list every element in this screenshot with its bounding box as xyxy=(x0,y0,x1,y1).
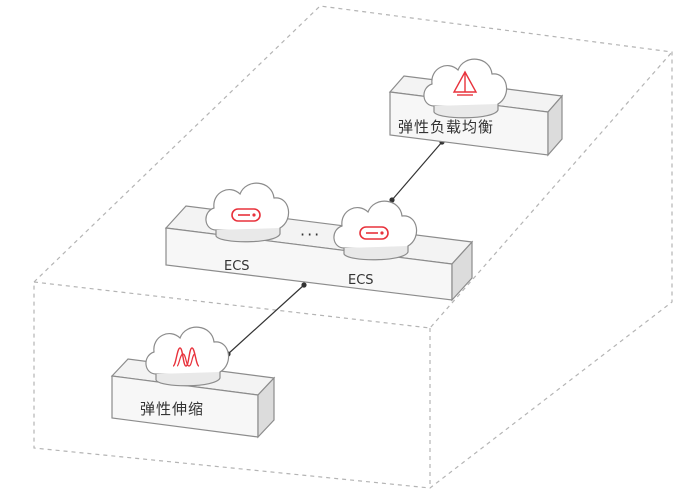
elb-platform xyxy=(388,75,564,157)
auto-scaling-icon xyxy=(172,347,200,367)
elb-label: 弹性负载均衡 xyxy=(398,118,494,136)
ecs-left-label: ECS xyxy=(224,259,250,274)
ecs-right-label: ECS xyxy=(348,273,374,288)
as-cloud xyxy=(145,326,230,387)
ecs-right-cloud xyxy=(333,200,418,261)
server-icon xyxy=(359,226,389,240)
vpc-boundary xyxy=(33,5,673,489)
connector-ecs-as xyxy=(225,282,307,357)
as-label: 弹性伸缩 xyxy=(140,400,204,418)
ecs-ellipsis: ··· xyxy=(300,225,321,244)
load-balancer-icon xyxy=(452,70,478,96)
server-icon xyxy=(231,208,261,222)
connector-elb-ecs xyxy=(389,139,445,203)
ecs-left-cloud xyxy=(205,182,290,243)
